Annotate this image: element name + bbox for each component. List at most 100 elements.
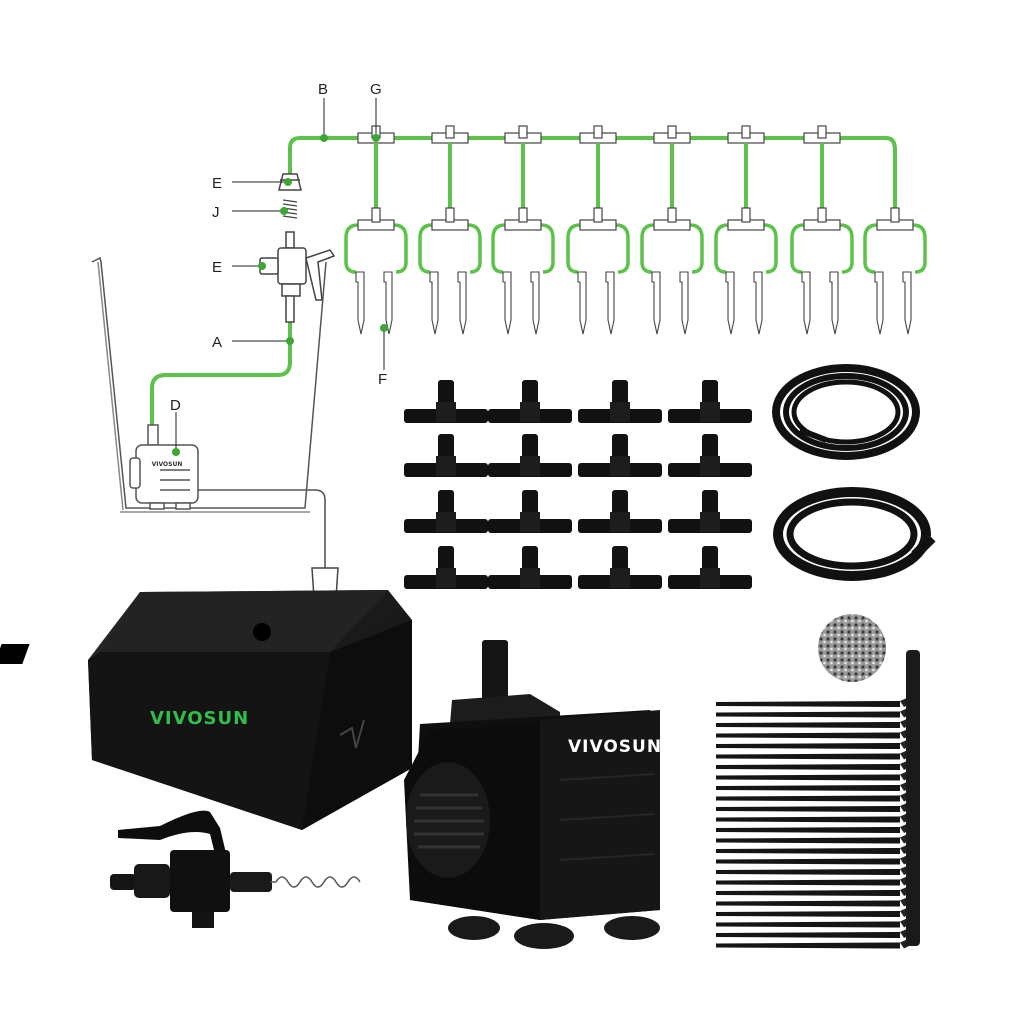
pump-brand: VIVOSUN [568, 737, 662, 757]
drip-stake-icon [457, 271, 467, 335]
tee-hub [610, 568, 630, 588]
stake-shaft [716, 816, 900, 823]
label-j: J [212, 204, 220, 221]
stake-shaft [716, 900, 900, 907]
branch-tee-stub [667, 207, 677, 223]
main-tee [504, 125, 542, 144]
flow-valve-icon [110, 810, 272, 928]
branch-tube-left [640, 223, 655, 274]
drip-stake-icon [679, 271, 689, 335]
branch-tube-left [344, 223, 359, 274]
stake-shaft [716, 785, 900, 791]
label-b: B [318, 81, 328, 98]
branch-tee-stub [890, 207, 900, 223]
main-tee [431, 125, 469, 144]
stake-pair [714, 207, 778, 335]
drip-stake-icon [716, 694, 918, 707]
filter-sponge-icon [818, 614, 886, 682]
tee-hub [700, 512, 720, 532]
branch-tee-stub [518, 207, 528, 223]
stake-pair [344, 207, 408, 335]
pump-outline: VIVOSUN [129, 424, 199, 510]
stake-shaft [716, 732, 900, 739]
drip-stake-icon [502, 271, 512, 335]
main-line-tees [357, 125, 841, 144]
branch-tube-right [763, 223, 778, 274]
branch-tube-right [689, 223, 704, 274]
stake-shaft [716, 890, 900, 896]
tee-hub [520, 512, 540, 532]
stake-shaft [716, 774, 900, 781]
branch-tube-left [790, 223, 805, 274]
label-d: D [170, 397, 181, 414]
stake-pair [790, 207, 854, 335]
label-e-mid: E [212, 259, 222, 276]
tee-hub [610, 402, 630, 422]
stake-pair [640, 207, 704, 335]
main-tee-stub [593, 125, 603, 139]
drip-stake-icon [605, 271, 615, 335]
main-tee [727, 125, 765, 144]
drip-stake-icon [725, 271, 735, 335]
pump-diagram-brand: VIVOSUN [152, 461, 183, 468]
tee-hub [700, 456, 720, 476]
stake-shaft [716, 827, 900, 833]
valve-outline [259, 231, 336, 323]
drip-stake-icon [355, 271, 365, 335]
spring-icon [270, 876, 361, 888]
tee-hub [436, 512, 456, 532]
branch-tube-right [839, 223, 854, 274]
tee-connector-icon [404, 380, 488, 423]
stake-shaft [716, 858, 900, 865]
label-g: G [370, 81, 382, 98]
drip-stake-icon [874, 271, 884, 335]
water-pump-icon: VIVOSUN [404, 640, 662, 949]
tee-connector-icon [668, 434, 752, 477]
drip-stake-icon [753, 271, 763, 335]
spring-small [282, 199, 298, 219]
tee-hub [700, 568, 720, 588]
branch-tube-left [491, 223, 506, 274]
power-cord [198, 489, 326, 568]
stake-shaft [716, 722, 900, 728]
branch-tube-left [418, 223, 433, 274]
main-tee [803, 125, 841, 144]
tee-connector-icon [578, 546, 662, 589]
label-e-top: E [212, 175, 222, 192]
stake-pair [418, 207, 482, 335]
tee-hub [520, 568, 540, 588]
stake-pair [863, 207, 927, 335]
tee-hub [436, 402, 456, 422]
tee-connector-icon [488, 380, 572, 423]
branch-tube-left [566, 223, 581, 274]
timer-brand: VIVOSUN [150, 708, 249, 729]
tee-connector-icon [578, 490, 662, 533]
stake-shaft [716, 942, 900, 949]
main-tee-stub [445, 125, 455, 139]
branch-tube-right [540, 223, 555, 274]
tee-hub [436, 456, 456, 476]
label-a: A [212, 334, 222, 351]
stake-shaft [716, 911, 900, 917]
tee-connector-icon [578, 434, 662, 477]
tee-hub [610, 456, 630, 476]
tee-hub [520, 456, 540, 476]
hose-coil-large [773, 487, 936, 581]
timer-socket-icon: VIVOSUN [0, 590, 412, 830]
drip-stake-icon [829, 271, 839, 335]
hose-coil-small [772, 364, 920, 460]
stake-shaft [716, 921, 900, 928]
branch-tube-right [467, 223, 482, 274]
tee-hub [436, 568, 456, 588]
drip-stake-icon [530, 271, 540, 335]
stake-shaft [716, 753, 900, 760]
drip-stake-icon [577, 271, 587, 335]
tee-connector-icon [668, 490, 752, 533]
tee-hub [700, 402, 720, 422]
stake-shaft [716, 869, 900, 875]
tee-connector-icon [488, 546, 572, 589]
stake-shaft [716, 764, 900, 770]
branch-tube-right [615, 223, 630, 274]
branch-tee-stub [371, 207, 381, 223]
